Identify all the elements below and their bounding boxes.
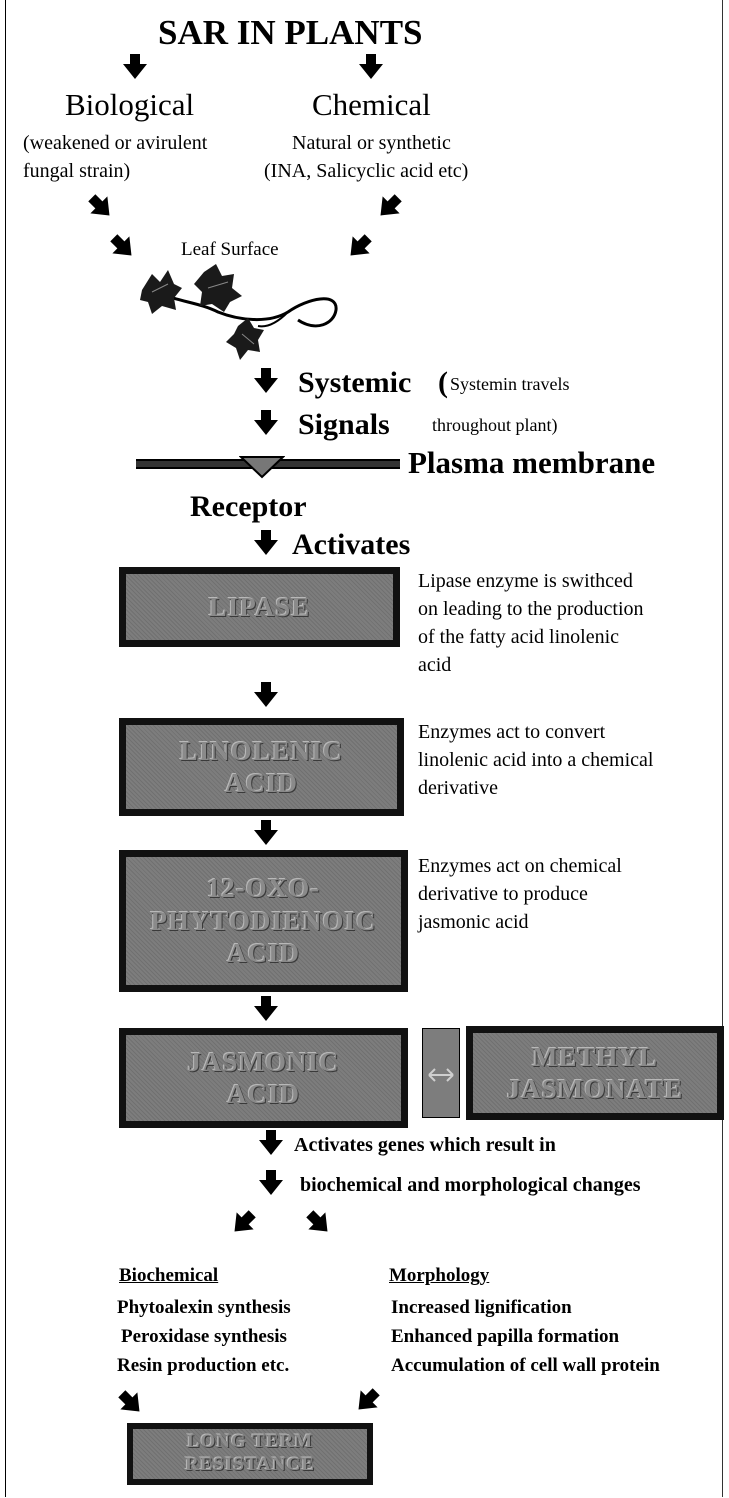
receptor-triangle-icon xyxy=(239,456,285,479)
activates-label: Activates xyxy=(292,528,411,561)
arrow-diagonal-left-icon xyxy=(350,234,372,256)
interconversion-connector xyxy=(422,1028,460,1118)
systemic-note-2: throughout plant) xyxy=(432,415,558,435)
biological-line-2: fungal strain) xyxy=(23,160,131,182)
methyl-jasmonate-box: METHYL JASMONATE xyxy=(466,1026,724,1120)
biochemical-item: Phytoalexin synthesis xyxy=(117,1297,291,1318)
jasmonic-acid-label: JASMONIC ACID xyxy=(187,1046,340,1109)
arrow-diagonal-right-icon xyxy=(110,234,132,256)
arrow-diagonal-left-icon xyxy=(358,1388,380,1410)
arrow-down-left-branch-icon xyxy=(123,54,147,79)
plasma-membrane-label: Plasma membrane xyxy=(408,445,656,480)
lipase-box: LIPASE xyxy=(119,567,400,647)
arrow-down-right-branch-icon xyxy=(359,54,383,79)
linolenic-acid-box: LINOLENIC ACID xyxy=(119,718,404,816)
leaf-vine-icon xyxy=(140,264,338,360)
genes-line-1: Activates genes which result in xyxy=(294,1134,556,1156)
long-term-resistance-label: LONG TERM RESISTANCE xyxy=(184,1431,316,1475)
biological-line-1: (weakened or avirulent xyxy=(23,132,208,154)
morphology-item: Accumulation of cell wall protein xyxy=(391,1355,660,1376)
lipase-label: LIPASE xyxy=(208,591,311,622)
arrow-down-systemic-icon xyxy=(254,368,278,393)
genes-line-2: biochemical and morphological changes xyxy=(300,1174,641,1196)
arrow-down-changes-icon xyxy=(259,1170,283,1195)
morphology-item: Increased lignification xyxy=(391,1297,572,1318)
biochemical-item: Resin production etc. xyxy=(117,1355,290,1376)
chemical-line-1: Natural or synthetic xyxy=(292,132,451,154)
morphology-item: Enhanced papilla formation xyxy=(391,1326,620,1347)
arrow-diagonal-right-icon xyxy=(88,194,110,216)
systemic-open-paren: ( xyxy=(438,366,448,399)
double-arrow-icon xyxy=(428,1068,454,1082)
chemical-line-2: (INA, Salicyclic acid etc) xyxy=(264,160,469,182)
biochemical-item: Peroxidase synthesis xyxy=(121,1326,287,1347)
arrow-down-signals-icon xyxy=(254,410,278,435)
chemical-heading: Chemical xyxy=(312,87,431,122)
oxo-phytodienoic-acid-label: 12-OXO- PHYTODIENOIC ACID xyxy=(150,873,377,969)
systemic-note-1: Systemin travels xyxy=(450,374,570,394)
diagram-title: SAR IN PLANTS xyxy=(158,13,423,52)
diagram-frame xyxy=(5,0,723,1497)
systemic-label: Systemic xyxy=(298,366,412,399)
linolenic-note: Enzymes act to convert linolenic acid in… xyxy=(418,721,654,799)
signals-label: Signals xyxy=(298,408,390,441)
morphology-heading: Morphology xyxy=(389,1265,490,1286)
biochemical-heading: Biochemical xyxy=(119,1265,219,1286)
arrow-down-activates-icon xyxy=(254,530,278,555)
arrow-diagonal-left-icon xyxy=(380,194,402,216)
leaf-surface-label: Leaf Surface xyxy=(181,239,279,260)
methyl-jasmonate-label: METHYL JASMONATE xyxy=(506,1041,684,1104)
receptor-label: Receptor xyxy=(190,490,307,523)
lipase-note: Lipase enzyme is swithced on leading to … xyxy=(418,570,644,676)
arrow-diagonal-left-icon xyxy=(234,1210,256,1232)
arrow-diagonal-right-icon xyxy=(118,1390,140,1412)
oxo-phytodienoic-acid-box: 12-OXO- PHYTODIENOIC ACID xyxy=(119,850,408,992)
oxo-note: Enzymes act on chemical derivative to pr… xyxy=(418,855,622,933)
arrow-diagonal-right-icon xyxy=(306,1210,328,1232)
long-term-resistance-box: LONG TERM RESISTANCE xyxy=(127,1423,373,1485)
linolenic-acid-label: LINOLENIC ACID xyxy=(179,735,344,798)
biological-heading: Biological xyxy=(65,87,195,122)
arrow-down-oxo-icon xyxy=(254,820,278,845)
jasmonic-acid-box: JASMONIC ACID xyxy=(119,1028,408,1128)
arrow-down-genes-icon xyxy=(259,1130,283,1155)
arrow-down-linolenic-icon xyxy=(254,682,278,707)
arrow-down-jasmonic-icon xyxy=(254,996,278,1021)
